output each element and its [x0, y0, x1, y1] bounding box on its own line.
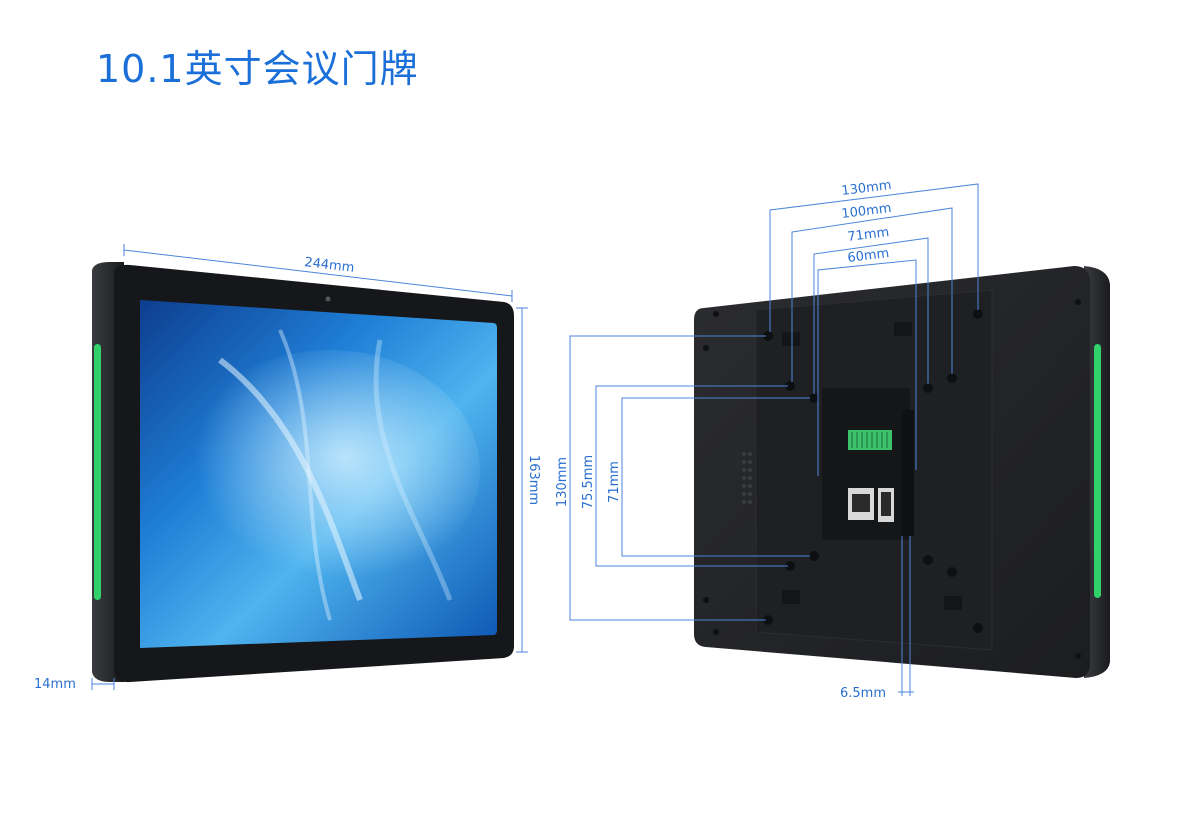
front-width-label: 244mm [304, 255, 356, 276]
speaker-grille [742, 452, 752, 504]
back-width-71-label: 71mm [847, 225, 890, 245]
page-title: 10.1英寸会议门牌 [96, 47, 419, 91]
back-width-130-label: 130mm [841, 178, 893, 199]
camera-icon [325, 296, 331, 302]
terminal-block [848, 430, 892, 450]
back-height-75-label: 75.5mm [581, 455, 596, 509]
back-height-71-label: 71mm [607, 461, 622, 503]
led-light-bar [94, 344, 101, 600]
back-height-130-label: 130mm [555, 457, 570, 507]
back-device [694, 266, 1110, 678]
led-light-bar [1094, 344, 1101, 598]
back-width-100-label: 100mm [841, 201, 893, 222]
front-dimensions [91, 244, 528, 690]
front-device [92, 262, 514, 683]
protrusion-label: 6.5mm [840, 686, 886, 701]
back-dimensions [569, 183, 979, 696]
back-width-60-label: 60mm [847, 246, 890, 266]
mounting-holes [703, 299, 1081, 659]
front-height-label: 163mm [526, 455, 541, 505]
front-depth-label: 14mm [34, 677, 76, 692]
